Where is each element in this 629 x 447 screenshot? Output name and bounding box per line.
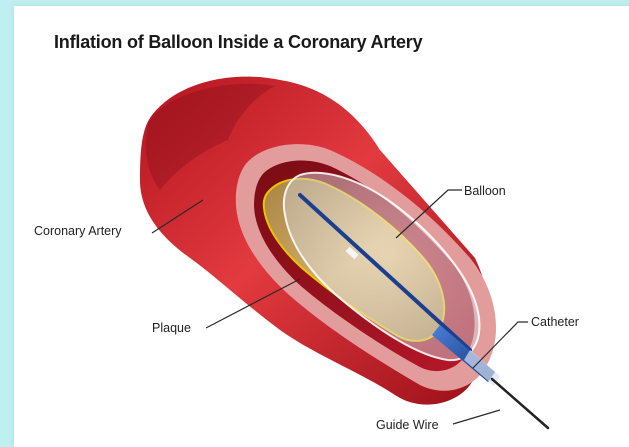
label-balloon: Balloon (464, 184, 506, 198)
label-catheter: Catheter (531, 315, 579, 329)
label-guide-wire: Guide Wire (376, 418, 439, 432)
label-plaque: Plaque (152, 321, 191, 335)
leader-guide-wire (453, 410, 500, 424)
label-coronary-artery: Coronary Artery (34, 224, 122, 238)
guide-wire-tip (492, 379, 548, 428)
